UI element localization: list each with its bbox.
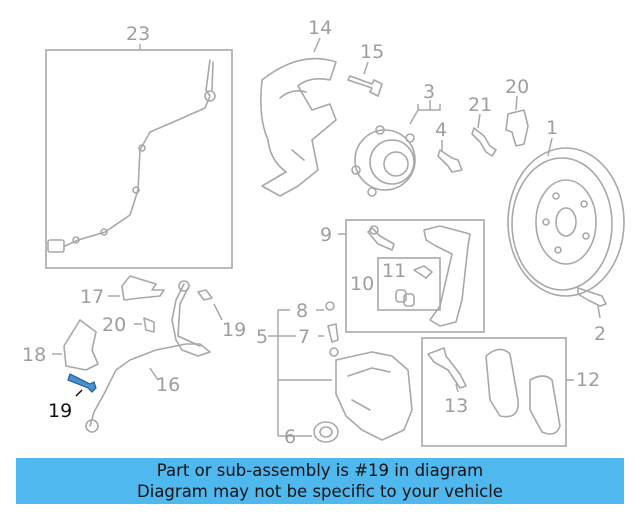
callout-17: 17 bbox=[80, 286, 104, 308]
info-banner: Part or sub-assembly is #19 in diagram D… bbox=[16, 458, 624, 504]
callout-9: 9 bbox=[320, 224, 332, 246]
callout-7: 7 bbox=[298, 326, 310, 348]
callout-11: 11 bbox=[382, 260, 406, 282]
callout-14: 14 bbox=[308, 17, 332, 39]
part-23-speed-sensor bbox=[45, 44, 233, 269]
callout-19: 19 bbox=[48, 400, 72, 422]
part-12-brake-pads bbox=[421, 337, 574, 447]
part-19-bolt-highlighted bbox=[67, 373, 97, 397]
callout-12: 12 bbox=[576, 369, 600, 391]
callout-labels: 23 14 15 3 4 21 20 1 9 10 11 2 8 5 7 6 1… bbox=[22, 17, 606, 448]
part-2-screw bbox=[577, 287, 607, 319]
part-4-bolt bbox=[437, 140, 463, 173]
callout-1: 1 bbox=[546, 117, 558, 139]
part-21-sensor bbox=[505, 95, 529, 147]
callout-20-left: 20 bbox=[102, 314, 126, 336]
part-14-splash-shield bbox=[260, 37, 337, 197]
banner-line-1: Part or sub-assembly is #19 in diagram bbox=[156, 461, 484, 480]
callout-5: 5 bbox=[256, 326, 268, 348]
callout-4: 4 bbox=[435, 119, 447, 141]
part-20-clips bbox=[134, 289, 223, 333]
callout-3: 3 bbox=[423, 81, 435, 103]
callout-22: 21 bbox=[468, 94, 492, 116]
part-18-bracket bbox=[52, 319, 99, 371]
part-9-carrier-group bbox=[338, 219, 485, 333]
banner-line-2: Diagram may not be specific to your vehi… bbox=[137, 482, 503, 501]
callout-21: 20 bbox=[505, 76, 529, 98]
callout-10: 10 bbox=[350, 273, 374, 295]
callout-20-right: 19 bbox=[222, 319, 246, 341]
callout-16: 16 bbox=[156, 374, 180, 396]
part-3-hub bbox=[351, 100, 441, 197]
part-17-bracket bbox=[108, 275, 165, 301]
callout-6: 6 bbox=[284, 426, 296, 448]
part-16-brake-hose bbox=[85, 280, 211, 433]
part-22-bolt bbox=[471, 113, 497, 157]
callout-2: 2 bbox=[594, 323, 606, 345]
callout-23: 23 bbox=[126, 23, 150, 45]
part-5-caliper-group bbox=[268, 301, 413, 443]
part-10-guide-pins bbox=[377, 257, 441, 311]
callout-8: 8 bbox=[296, 300, 308, 322]
part-15-bolt bbox=[347, 61, 383, 97]
callout-18: 18 bbox=[22, 344, 46, 366]
part-1-rotor bbox=[507, 137, 625, 297]
callout-15: 15 bbox=[360, 41, 384, 63]
callout-13: 13 bbox=[444, 395, 468, 417]
